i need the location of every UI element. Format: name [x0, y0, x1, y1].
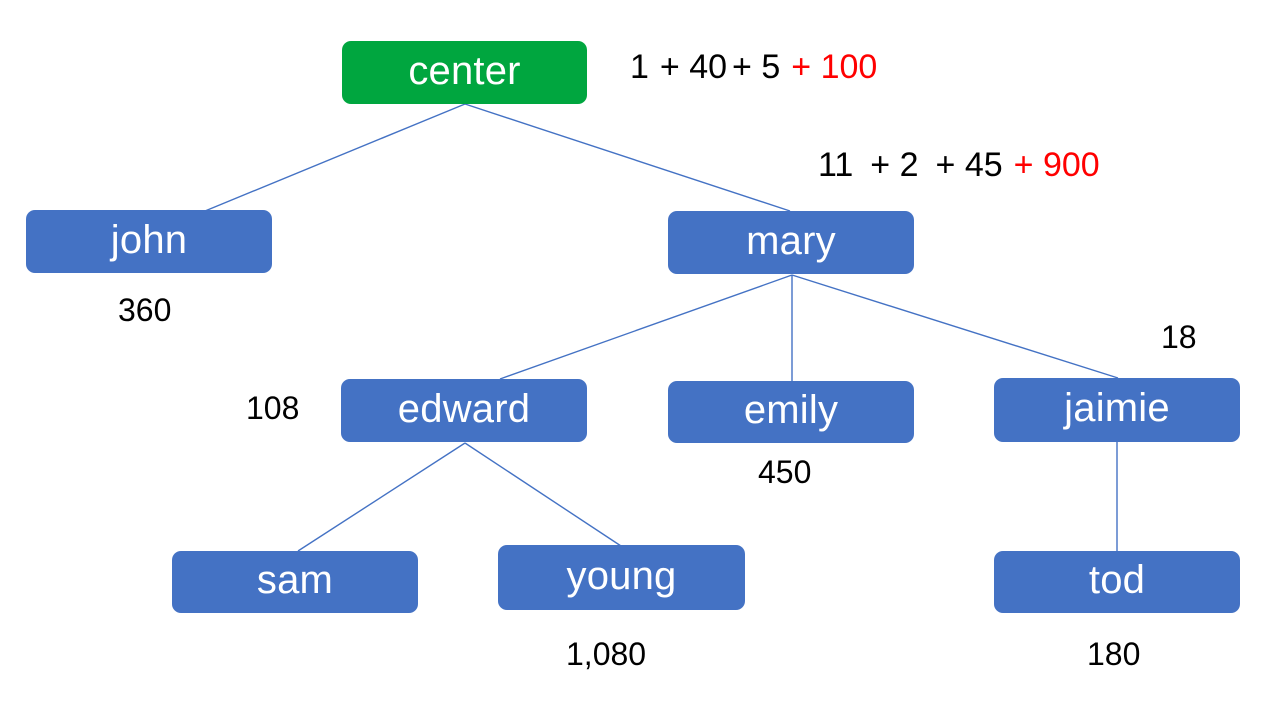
node-young[interactable]: young [498, 545, 745, 610]
edge-mary-jaimie [791, 274, 1119, 379]
node-label-center: center [408, 48, 521, 93]
annotation-term-center-sum-1: + 40 [659, 48, 728, 86]
node-sam[interactable]: sam [172, 551, 418, 613]
node-center[interactable]: center [342, 41, 587, 104]
node-edward[interactable]: edward [341, 379, 587, 442]
value-label-tod: 180 [1087, 636, 1141, 672]
value-label-edward: 108 [246, 390, 300, 426]
node-label-emily: emily [743, 388, 839, 432]
annotation-mary-sum: 11 + 2 + 45 + 900 [818, 148, 1100, 182]
annotation-term-mary-sum-3: + 900 [1013, 146, 1100, 184]
annotation-term-center-sum-3: + 100 [791, 48, 878, 86]
edge-center-mary [464, 103, 791, 212]
value-label-jaimie: 18 [1161, 319, 1197, 355]
node-label-tod: tod [1088, 558, 1146, 602]
value-label-young: 1,080 [566, 636, 647, 672]
annotation-term-mary-sum-2: + 45 [935, 146, 1003, 184]
edge-center-john [204, 103, 466, 212]
annotation-term-center-sum-2: + 5 [732, 48, 781, 86]
node-label-young: young [566, 553, 677, 598]
value-label-john: 360 [118, 292, 172, 328]
annotation-term-center-sum-0: 1 [630, 48, 649, 86]
node-mary[interactable]: mary [668, 211, 914, 274]
node-label-sam: sam [256, 558, 334, 602]
node-label-mary: mary [746, 218, 836, 263]
annotation-term-mary-sum-1: + 2 [870, 146, 919, 184]
node-label-jaimie: jaimie [1064, 386, 1170, 430]
annotation-term-mary-sum-0: 11 [818, 146, 854, 184]
node-john[interactable]: john [26, 210, 272, 273]
value-label-emily: 450 [758, 454, 812, 490]
node-label-john: john [110, 217, 188, 262]
annotation-center-sum: 1 + 40+ 5 + 100 [630, 50, 877, 84]
node-emily[interactable]: emily [668, 381, 914, 443]
node-tod[interactable]: tod [994, 551, 1240, 613]
edge-edward-young [464, 442, 622, 547]
edge-edward-sam [297, 442, 466, 552]
edge-mary-edward [499, 274, 793, 380]
node-label-edward: edward [397, 386, 531, 431]
node-jaimie[interactable]: jaimie [994, 378, 1240, 442]
